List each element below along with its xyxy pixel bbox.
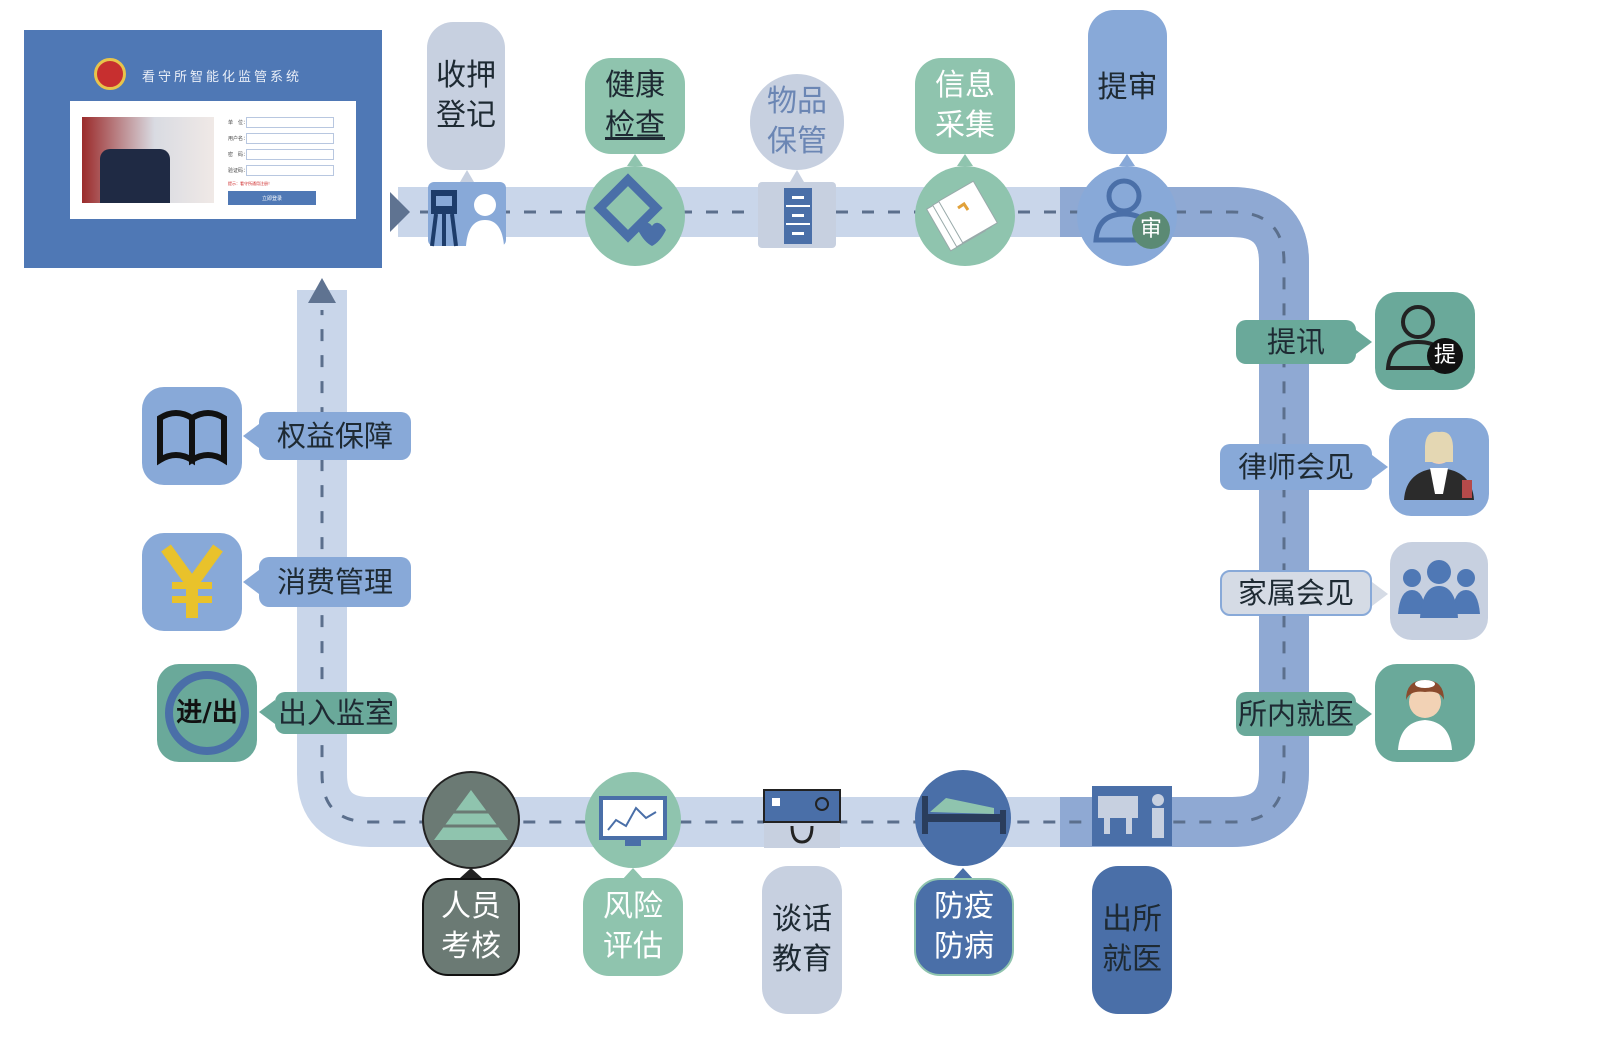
health-check-icon — [585, 166, 685, 266]
storage-cabinet-icon — [758, 182, 836, 248]
stage-clinic-label: 所内就医 — [1236, 692, 1356, 736]
interrogation-person-icon — [1375, 292, 1475, 390]
stage-inout-label: 出入监室 — [275, 692, 397, 734]
login-screenshot: 看守所智能化监管系统 单 位： 用户名： 密 码： 验证码： 提示：看守所通用注… — [24, 30, 382, 268]
stage-talk-label: 谈话 教育 — [762, 866, 842, 1014]
stage-health-line2: 检查 — [605, 108, 665, 143]
stage-intake-line1: 收押 — [436, 58, 496, 93]
book-icon — [142, 387, 242, 485]
stage-assessment-line1: 人员 — [441, 889, 501, 924]
stage-review-label: 提审 — [1088, 10, 1167, 154]
stage-intake-label: 收押 登记 — [427, 22, 505, 170]
talk-education-icon — [763, 789, 841, 876]
in-out-badge: 进/出 — [176, 698, 238, 728]
stage-assessment-line2: 考核 — [441, 929, 501, 964]
family-group-icon — [1390, 542, 1488, 640]
stage-info-line1: 信息 — [935, 68, 995, 103]
stage-epidemic-label: 防疫 防病 — [914, 878, 1014, 976]
interrogation-badge: 提 — [1433, 343, 1456, 368]
workflow-diagram — [142, 154, 1489, 880]
road-loop — [297, 187, 1309, 847]
stage-storage-label: 物品 保管 — [750, 74, 844, 170]
stage-risk-label: 风险 评估 — [583, 878, 683, 976]
documents-icon — [915, 166, 1015, 266]
lawyer-icon — [1389, 418, 1489, 516]
road-centerline — [320, 210, 1286, 824]
stage-risk-line2: 评估 — [603, 929, 663, 964]
stage-lawyer-label: 律师会见 — [1220, 444, 1372, 490]
risk-chart-icon — [585, 772, 681, 880]
login-input-username[interactable] — [246, 133, 334, 144]
stage-risk-line1: 风险 — [603, 889, 663, 924]
stage-talk-line2: 教育 — [772, 942, 832, 977]
login-form-card: 单 位： 用户名： 密 码： 验证码： 提示：看守所通用注册！ 立即登录 — [70, 101, 356, 219]
stage-storage-line2: 保管 — [767, 124, 827, 159]
stage-info-label: 信息 采集 — [915, 58, 1015, 154]
stage-storage-line1: 物品 — [767, 84, 827, 119]
stage-health-label: 健康 检查 — [585, 58, 685, 154]
police-emblem-icon — [94, 58, 126, 90]
login-label-password: 密 码： — [228, 152, 249, 158]
intake-camera-icon — [428, 182, 506, 247]
pyramid-icon — [422, 771, 520, 878]
login-input-captcha[interactable] — [246, 165, 334, 176]
arrow-right-icon — [390, 192, 410, 232]
login-label-captcha: 验证码： — [228, 168, 249, 174]
nurse-icon — [1375, 664, 1475, 762]
hospital-bed-icon — [915, 770, 1011, 880]
stage-consumption-label: 消费管理 — [259, 557, 411, 607]
login-title: 看守所智能化监管系统 — [142, 70, 303, 85]
login-input-unit[interactable] — [246, 117, 334, 128]
login-label-unit: 单 位： — [228, 120, 249, 126]
stage-info-line2: 采集 — [935, 108, 995, 143]
login-banner-officers — [100, 149, 170, 203]
stage-rights-label: 权益保障 — [259, 412, 411, 460]
stage-interrogation-label: 提讯 — [1236, 320, 1356, 364]
stage-epidemic-line1: 防疫 — [934, 889, 994, 924]
stage-outside-hospital-label: 出所 就医 — [1092, 866, 1172, 1014]
login-label-username: 用户名： — [228, 136, 249, 142]
login-button[interactable]: 立即登录 — [228, 191, 316, 205]
stage-outside-hospital-line1: 出所 — [1102, 902, 1162, 937]
stage-outside-hospital-line2: 就医 — [1102, 942, 1162, 977]
outside-hospital-icon — [1092, 786, 1172, 876]
review-badge: 审 — [1139, 217, 1162, 242]
stage-assessment-label: 人员 考核 — [422, 878, 520, 976]
stage-talk-line1: 谈话 — [772, 902, 832, 937]
login-hint: 提示：看守所通用注册！ — [228, 181, 272, 186]
stage-epidemic-line2: 防病 — [934, 929, 994, 964]
in-out-icon — [157, 664, 257, 762]
login-input-password[interactable] — [246, 149, 334, 160]
stage-health-line1: 健康 — [605, 68, 665, 103]
stage-family-label: 家属会见 — [1220, 570, 1372, 616]
arrow-up-icon — [308, 278, 336, 303]
stage-intake-line2: 登记 — [436, 98, 496, 133]
review-person-icon — [1077, 166, 1177, 266]
yuan-icon — [142, 533, 242, 631]
stage-review-line1: 提审 — [1097, 70, 1158, 105]
